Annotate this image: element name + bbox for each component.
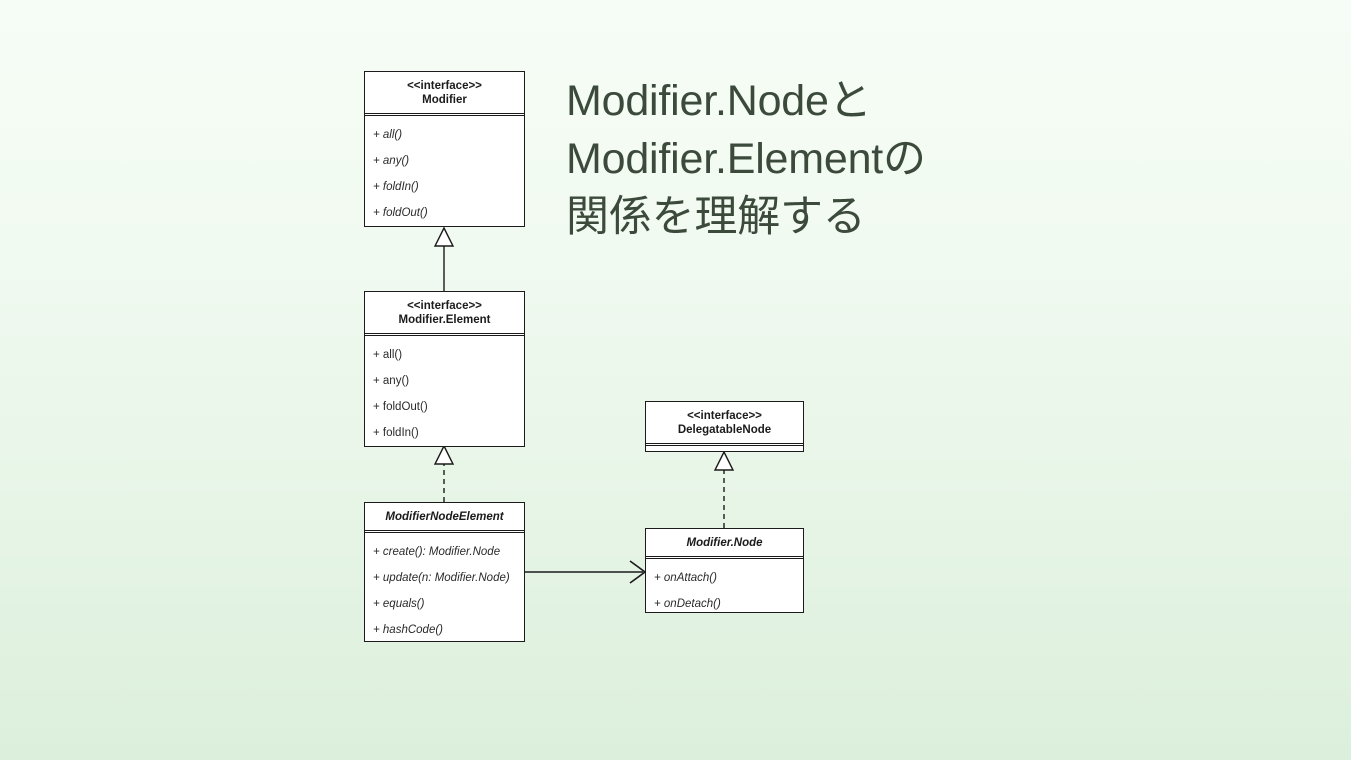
compartment-separator: [365, 530, 524, 533]
class-member: + hashCode(): [373, 624, 443, 636]
page-title: Modifier.Nodeと Modifier.Elementの 関係を理解する: [566, 77, 926, 241]
class-member: + onAttach(): [654, 572, 717, 584]
relationship-generalization-element-to-modifier: [433, 226, 455, 292]
class-box-modifier-node[interactable]: Modifier.Node + onAttach() + onDetach(): [645, 528, 804, 613]
class-member: + any(): [373, 375, 410, 387]
class-box-modifier[interactable]: <<interface>> Modifier + all() + any() +…: [364, 71, 525, 227]
class-member: + onDetach(): [654, 598, 721, 610]
class-header-modifier-node: Modifier.Node: [646, 529, 803, 556]
class-members-modifier-node-element: + create(): Modifier.Node + update(n: Mo…: [365, 533, 524, 649]
class-name: Modifier.Element: [398, 314, 491, 326]
compartment-separator: [365, 113, 524, 116]
class-member: + equals(): [373, 598, 425, 610]
relationship-realization-node-to-delegatablenode: [713, 450, 735, 528]
class-stereotype: <<interface>>: [407, 80, 482, 92]
class-header-modifier: <<interface>> Modifier: [365, 72, 524, 113]
class-member: + foldOut(): [373, 207, 428, 219]
class-header-modifier-node-element: ModifierNodeElement: [365, 503, 524, 530]
class-member: + all(): [373, 349, 403, 361]
class-member: + any(): [373, 155, 410, 167]
class-member: + create(): Modifier.Node: [373, 546, 501, 558]
class-box-delegatable-node[interactable]: <<interface>> DelegatableNode: [645, 401, 804, 452]
class-member: + foldIn(): [373, 181, 419, 193]
compartment-separator: [646, 443, 803, 446]
compartment-separator: [646, 556, 803, 559]
class-box-modifier-node-element[interactable]: ModifierNodeElement + create(): Modifier…: [364, 502, 525, 642]
class-header-delegatable-node: <<interface>> DelegatableNode: [646, 402, 803, 443]
class-name: DelegatableNode: [677, 424, 772, 436]
relationship-realization-nodeelement-to-element: [433, 444, 455, 502]
class-members-modifier-node: + onAttach() + onDetach(): [646, 559, 803, 623]
class-stereotype: <<interface>>: [687, 410, 762, 422]
class-name: ModifierNodeElement: [385, 511, 504, 523]
class-member: + foldOut(): [373, 401, 428, 413]
relationship-association-nodeelement-to-node: [525, 560, 647, 584]
class-members-delegatable-node: [646, 446, 803, 450]
class-members-modifier-element: + all() + any() + foldOut() + foldIn(): [365, 336, 524, 452]
class-header-modifier-element: <<interface>> Modifier.Element: [365, 292, 524, 333]
class-name: Modifier.Node: [686, 537, 763, 549]
class-name: Modifier: [422, 94, 467, 106]
class-stereotype: <<interface>>: [407, 300, 482, 312]
class-member: + foldIn(): [373, 427, 419, 439]
class-members-modifier: + all() + any() + foldIn() + foldOut(): [365, 116, 524, 232]
class-member: + all(): [373, 129, 403, 141]
class-box-modifier-element[interactable]: <<interface>> Modifier.Element + all() +…: [364, 291, 525, 447]
class-member: + update(n: Modifier.Node): [373, 572, 510, 584]
compartment-separator: [365, 333, 524, 336]
